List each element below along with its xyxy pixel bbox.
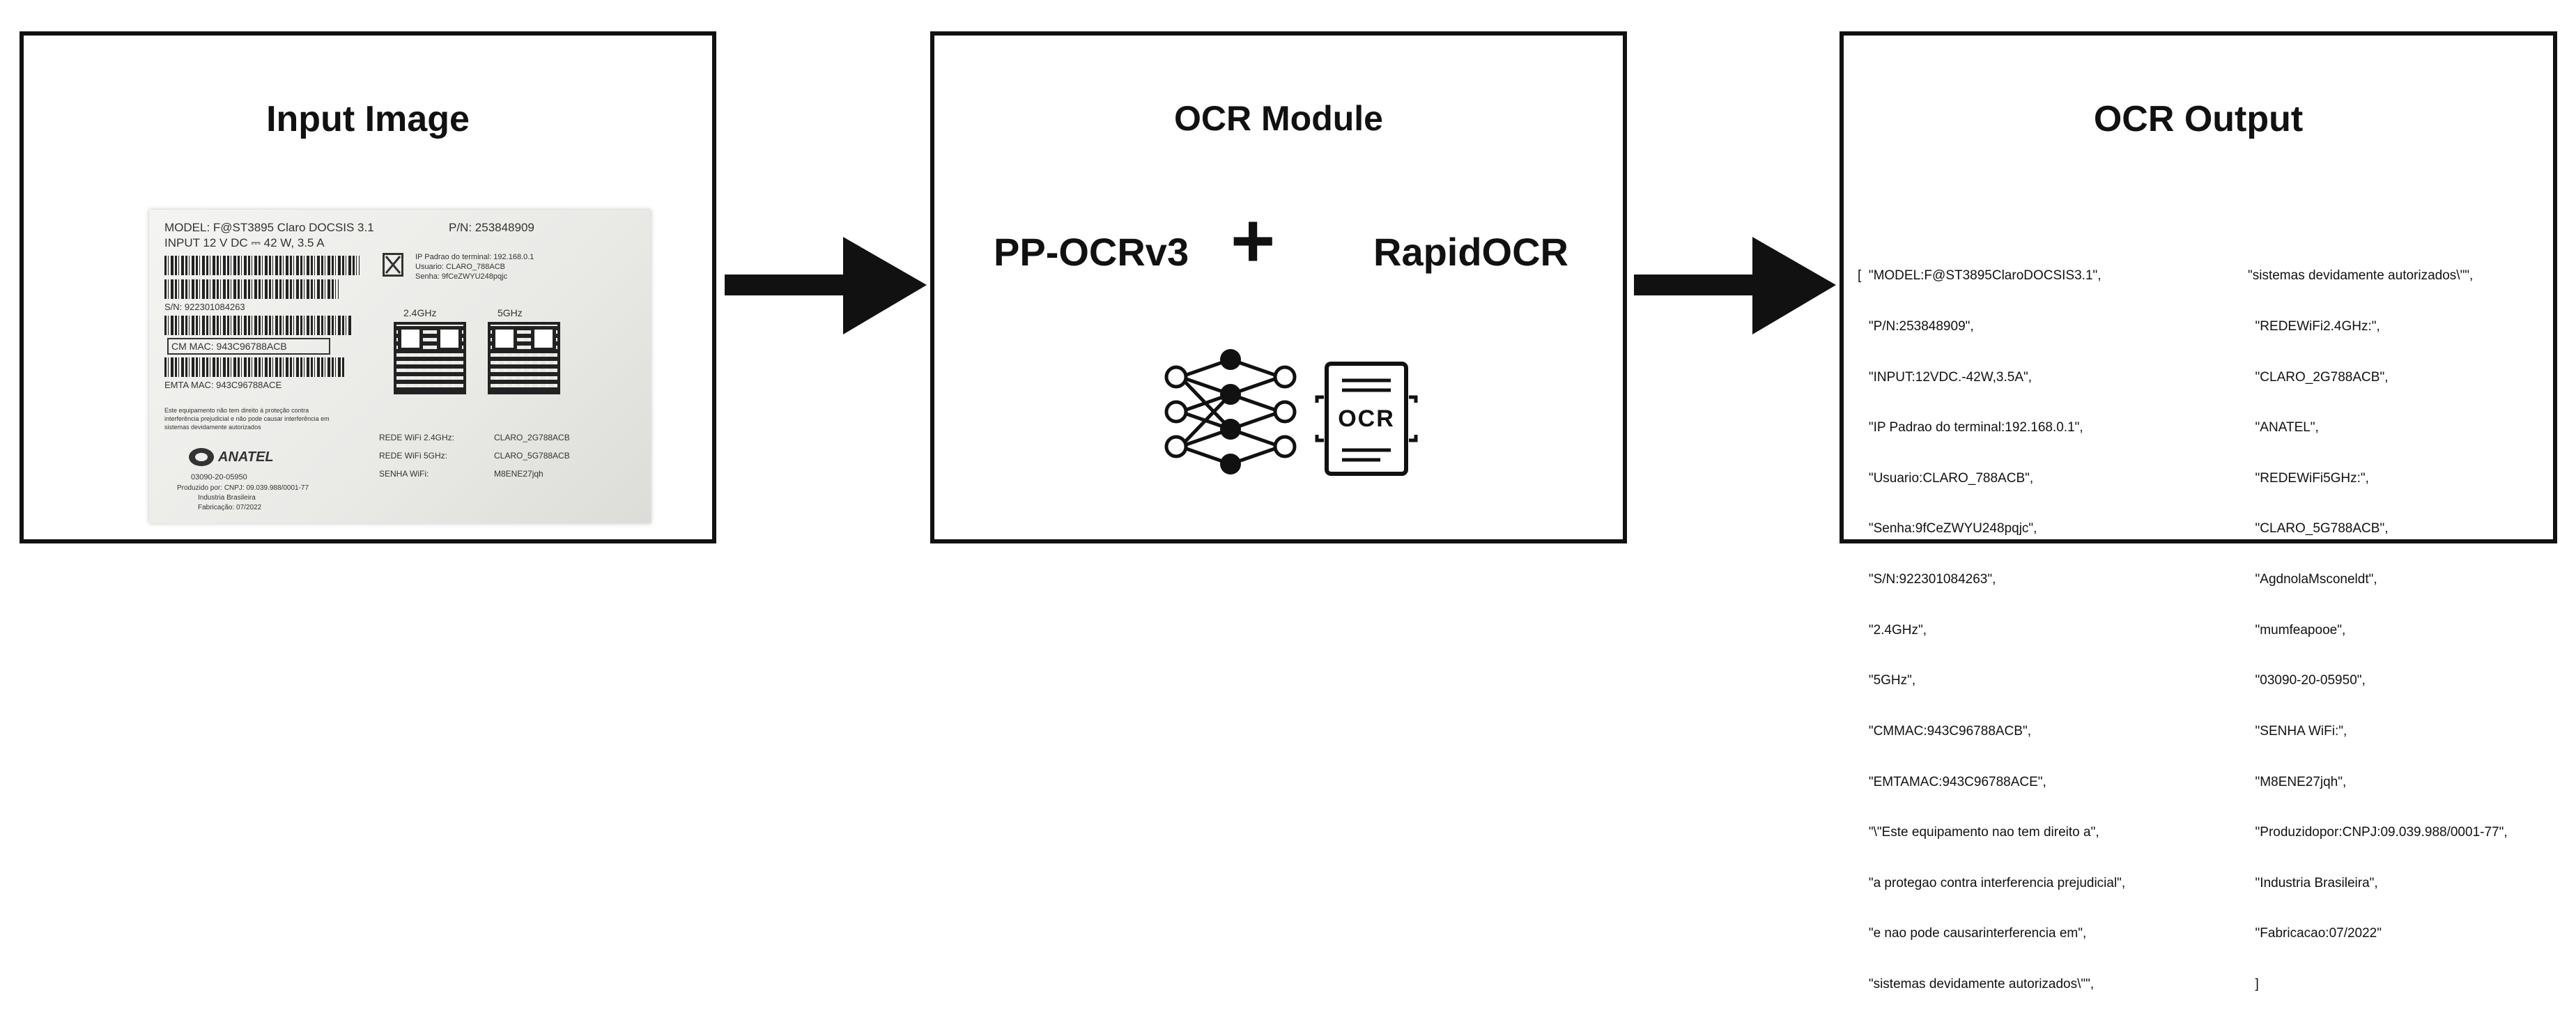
label-pn-line: P/N: 253848909 xyxy=(449,221,534,234)
output-line: "INPUT:12VDC.-42W,3.5A", xyxy=(1858,369,2033,385)
label-barcode-3 xyxy=(164,316,353,335)
output-line: "AgdnolaMsconeldt", xyxy=(2248,572,2377,587)
label-sn-line: S/N: 922301084263 xyxy=(164,302,245,312)
output-line: "S/N:922301084263", xyxy=(1858,572,1996,587)
output-line: "EMTAMAC:943C96788ACE", xyxy=(1858,774,2046,789)
ocr-output-right-column: "sistemas devidamente autorizados\"", "R… xyxy=(2248,234,2508,1027)
label-barcode-1 xyxy=(164,256,360,275)
label-rede-24-value: CLARO_2G788ACB xyxy=(494,433,570,442)
ocr-badge-text: OCR xyxy=(1338,406,1395,432)
recycle-bin-icon xyxy=(383,253,403,277)
output-line: "2.4GHz", xyxy=(1858,622,1927,638)
neural-network-icon xyxy=(1164,349,1297,474)
ppocrv3-label: PP-OCRv3 xyxy=(994,230,1189,274)
output-line: "CLARO_5G788ACB", xyxy=(2248,521,2389,536)
plus-sign: + xyxy=(1231,198,1276,284)
output-line: "sistemas devidamente autorizados\"", xyxy=(2248,268,2474,284)
output-line: "Fabricacao:07/2022" xyxy=(2248,926,2382,941)
label-anatel-code: 03090-20-05950 xyxy=(191,473,247,481)
ocr-output-title: OCR Output xyxy=(2093,99,2304,139)
label-disclaimer: Este equipamento não tem direito à prote… xyxy=(164,407,330,431)
label-senha-wifi-key: SENHA WiFi: xyxy=(379,469,429,479)
label-input-line: INPUT 12 V DC ⎓ 42 W, 3.5 A xyxy=(164,236,325,249)
label-usuario-line: Usuario: CLARO_788ACB xyxy=(415,263,506,271)
arrow-module-to-output xyxy=(1634,237,1836,334)
label-rede-24-key: REDE WiFi 2.4GHz: xyxy=(379,433,455,442)
qr-code-5ghz-icon xyxy=(488,322,560,394)
label-barcode-4 xyxy=(164,357,346,377)
rapidocr-label: RapidOCR xyxy=(1373,230,1568,274)
output-line: ] xyxy=(2248,976,2259,991)
arrow-input-to-module xyxy=(725,237,927,334)
input-image-panel: Input Image MODEL: F@ST3895 Claro DOCSIS… xyxy=(20,31,716,543)
output-line: "03090-20-05950", xyxy=(2248,673,2366,688)
ocr-document-icon: OCR xyxy=(1314,360,1419,478)
output-line: "Senha:9fCeZWYU248pqjc", xyxy=(1858,521,2037,536)
label-cm-mac: CM MAC: 943C96788ACB xyxy=(167,338,330,355)
output-line: "Produzidopor:CNPJ:09.039.988/0001-77", xyxy=(2248,825,2508,840)
ocr-module-title: OCR Module xyxy=(1174,99,1383,138)
label-fabricacao: Fabricação: 07/2022 xyxy=(198,504,262,511)
label-barcode-2 xyxy=(164,279,339,299)
input-image-title: Input Image xyxy=(266,99,470,139)
label-freq-5: 5GHz xyxy=(498,307,523,318)
output-line: "SENHA WiFi:", xyxy=(2248,723,2347,739)
output-line: "sistemas devidamente autorizados\"", xyxy=(1858,976,2095,991)
output-line: "REDEWiFi2.4GHz:", xyxy=(2248,319,2380,334)
output-line: "a protegao contra interferencia prejudi… xyxy=(1858,875,2126,890)
label-rede-5-key: REDE WiFi 5GHz: xyxy=(379,451,448,461)
output-line: "e nao pode causarinterferencia em", xyxy=(1858,926,2087,941)
label-produzido: Produzido por: CNPJ: 09.039.988/0001-77 xyxy=(177,484,309,492)
label-senha-wifi-value: M8ENE27jqh xyxy=(494,469,543,479)
label-industria: Industria Brasileira xyxy=(198,494,256,502)
output-line: "5GHz", xyxy=(1858,673,1916,688)
output-line: "CMMAC:943C96788ACB", xyxy=(1858,723,2031,739)
label-ip-line: IP Padrao do terminal: 192.168.0.1 xyxy=(415,253,534,261)
output-line: "REDEWiFi5GHz:", xyxy=(2248,470,2369,486)
ocr-output-panel: OCR Output [ "MODEL:F@ST3895ClaroDOCSIS3… xyxy=(1840,31,2557,991)
label-senha-line: Senha: 9fCeZWYU248pqjc xyxy=(415,272,508,281)
label-model-line: MODEL: F@ST3895 Claro DOCSIS 3.1 xyxy=(164,221,374,234)
output-line: "Industria Brasileira", xyxy=(2248,875,2378,890)
output-line: "CLARO_2G788ACB", xyxy=(2248,369,2389,385)
output-line: "ANATEL", xyxy=(2248,420,2319,435)
anatel-logo: ANATEL xyxy=(187,447,299,470)
ocr-module-panel: OCR Module PP-OCRv3 + RapidOCR OCR xyxy=(930,31,1627,543)
output-line: "mumfeapooe", xyxy=(2248,622,2346,638)
qr-code-24ghz-icon xyxy=(394,322,466,394)
device-label-photo: MODEL: F@ST3895 Claro DOCSIS 3.1 P/N: 25… xyxy=(149,210,651,523)
label-emta-mac: EMTA MAC: 943C96788ACE xyxy=(164,380,282,390)
label-freq-24: 2.4GHz xyxy=(403,307,437,318)
output-line: "M8ENE27jqh", xyxy=(2248,774,2347,789)
output-line: "Usuario:CLARO_788ACB", xyxy=(1858,470,2034,486)
output-line: [ "MODEL:F@ST3895ClaroDOCSIS3.1", xyxy=(1858,268,2101,284)
output-line: "IP Padrao do terminal:192.168.0.1", xyxy=(1858,420,2083,435)
output-line: "P/N:253848909", xyxy=(1858,319,1974,334)
ocr-output-left-column: [ "MODEL:F@ST3895ClaroDOCSIS3.1", "P/N:2… xyxy=(1858,234,2125,1027)
output-line: "\"Este equipamento nao tem direito a", xyxy=(1858,825,2099,840)
label-rede-5-value: CLARO_5G788ACB xyxy=(494,451,570,461)
